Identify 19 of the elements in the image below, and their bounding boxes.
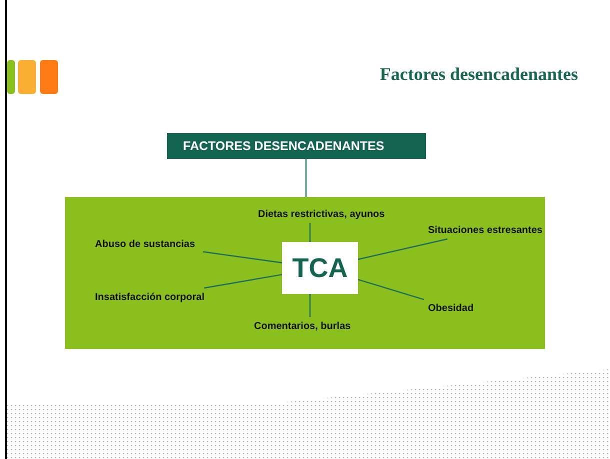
- connector-line: [202, 251, 282, 264]
- factor-label: Obesidad: [424, 299, 480, 317]
- connector-line: [204, 274, 282, 289]
- center-box: [282, 242, 358, 294]
- factor-label: Abuso de sustancias: [91, 235, 203, 253]
- factor-label: Situaciones estresantes: [424, 221, 550, 239]
- header-text: FACTORES DESENCADENANTES: [183, 139, 384, 153]
- center-text: TCA: [292, 252, 348, 284]
- connector-line: [358, 278, 424, 300]
- factor-label: Insatisfacción corporal: [91, 288, 213, 306]
- factor-label: Dietas restrictivas, ayunos: [254, 205, 390, 223]
- connector-line: [305, 159, 307, 197]
- connector-line: [309, 294, 311, 317]
- background-panel: [65, 197, 545, 349]
- slide-title: Factores desencadenantes: [380, 64, 578, 85]
- connector-line: [358, 238, 448, 260]
- connector-line: [309, 223, 311, 242]
- factor-label: Comentarios, burlas: [250, 317, 358, 335]
- header-box: [167, 133, 426, 159]
